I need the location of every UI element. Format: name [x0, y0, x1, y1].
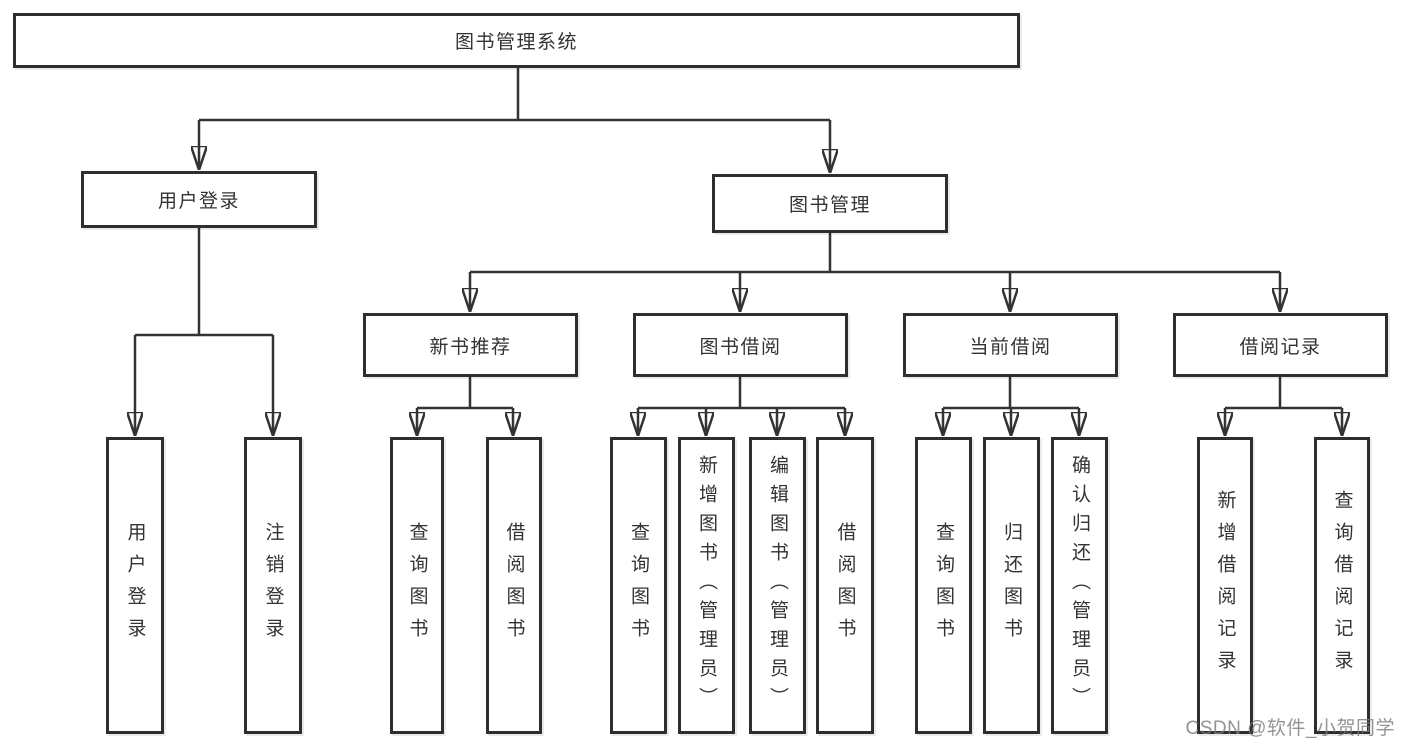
node-new-book-rec-label: 新书推荐 — [429, 336, 512, 358]
leaf-bb-borrow-book: 借阅图书 — [816, 437, 874, 734]
connector-new-book-rec-crossbar — [417, 377, 513, 410]
leaf-bb-edit-book: 编辑图书（管理员） — [749, 437, 806, 734]
leaf-bb-borrow-book-label: 借阅图书 — [834, 521, 856, 650]
csdn-watermark: CSDN @软件_小贺同学 — [1185, 718, 1395, 739]
leaf-rec-query-book: 查询图书 — [390, 437, 444, 734]
leaf-bb-query-book: 查询图书 — [610, 437, 667, 734]
leaf-rec-borrow-book-label: 借阅图书 — [503, 521, 525, 650]
leaf-bb-edit-book-label: 编辑图书（管理员） — [767, 455, 788, 716]
leaf-br-query-record-label: 查询借阅记录 — [1331, 489, 1353, 682]
node-new-book-rec: 新书推荐 — [363, 313, 578, 377]
node-current-borrow-label: 当前借阅 — [969, 336, 1052, 358]
node-book-borrow: 图书借阅 — [633, 313, 848, 377]
node-borrow-record: 借阅记录 — [1173, 313, 1388, 377]
leaf-logout: 注销登录 — [244, 437, 302, 734]
leaf-rec-query-book-label: 查询图书 — [406, 521, 428, 650]
node-user-login-label: 用户登录 — [157, 191, 240, 212]
connector-user-login-crossbar — [135, 228, 273, 337]
leaf-user-login-label: 用户登录 — [124, 521, 146, 650]
connector-root-crossbar — [199, 68, 830, 122]
leaf-br-query-record: 查询借阅记录 — [1314, 437, 1370, 734]
node-root-system: 图书管理系统 — [13, 13, 1020, 68]
node-borrow-record-label: 借阅记录 — [1239, 336, 1322, 358]
connector-book-mgmt-crossbar — [470, 233, 1280, 274]
connector-book-borrow-crossbar — [638, 377, 845, 410]
node-current-borrow: 当前借阅 — [903, 313, 1118, 377]
node-root-system-label: 图书管理系统 — [454, 32, 578, 53]
leaf-bb-add-book: 新增图书（管理员） — [678, 437, 735, 734]
connector-borrow-record-crossbar — [1225, 377, 1342, 410]
leaf-cb-query-book: 查询图书 — [915, 437, 972, 734]
leaf-cb-confirm-return-label: 确认归还（管理员） — [1069, 455, 1090, 716]
connector-current-borrow-crossbar — [943, 377, 1079, 410]
leaf-bb-add-book-label: 新增图书（管理员） — [696, 455, 717, 716]
leaf-bb-query-book-label: 查询图书 — [628, 521, 649, 650]
leaf-cb-confirm-return: 确认归还（管理员） — [1051, 437, 1108, 734]
leaf-user-login: 用户登录 — [106, 437, 164, 734]
leaf-br-add-record: 新增借阅记录 — [1197, 437, 1253, 734]
leaf-rec-borrow-book: 借阅图书 — [486, 437, 542, 734]
leaf-br-add-record-label: 新增借阅记录 — [1214, 489, 1236, 682]
leaf-cb-return-book: 归还图书 — [983, 437, 1040, 734]
leaf-cb-return-book-label: 归还图书 — [1001, 521, 1022, 650]
leaf-cb-query-book-label: 查询图书 — [933, 521, 954, 650]
node-book-borrow-label: 图书借阅 — [699, 336, 782, 358]
node-book-mgmt-label: 图书管理 — [788, 195, 871, 216]
leaf-logout-label: 注销登录 — [262, 521, 284, 650]
node-user-login: 用户登录 — [81, 171, 317, 228]
node-book-mgmt: 图书管理 — [712, 174, 948, 233]
